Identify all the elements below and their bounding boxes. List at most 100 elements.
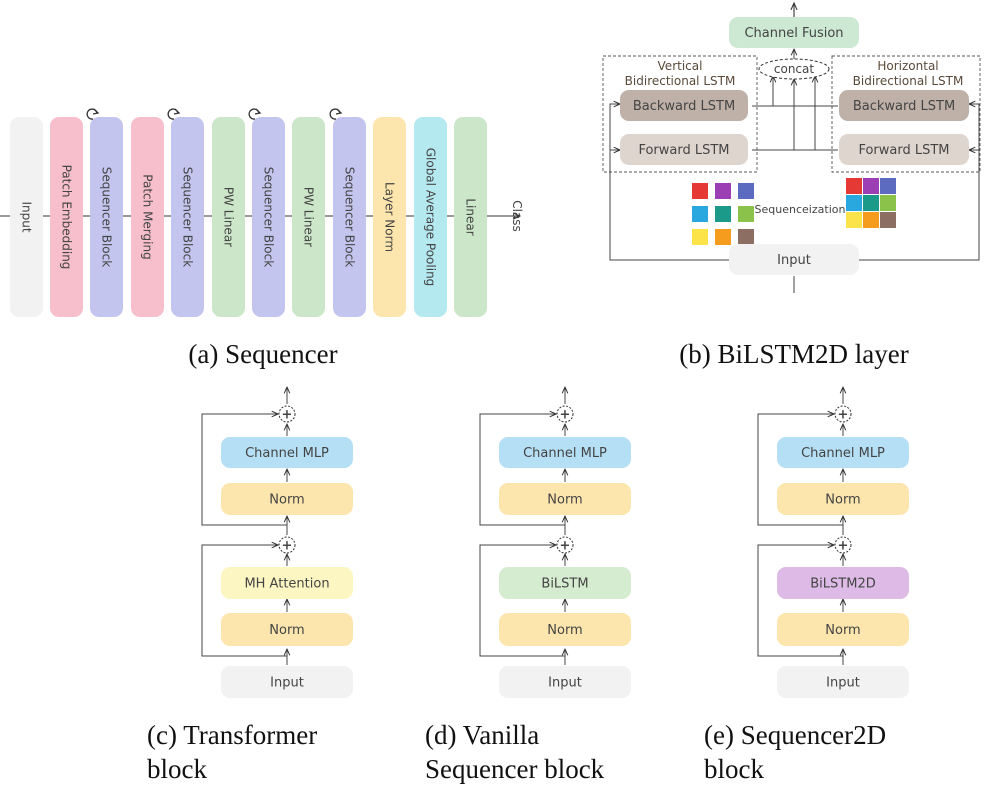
patch-cell [715, 183, 731, 199]
channel-fusion-box [729, 17, 859, 48]
horizontal-forward-lstm [839, 134, 969, 165]
stage-block-label: PW Linear [222, 187, 236, 247]
stage-block-box [252, 117, 285, 317]
stage-block-box [50, 117, 83, 317]
repeat-loop-arrowhead [173, 108, 181, 115]
patch-cell [863, 195, 879, 211]
bottom-norm-label: Norm [547, 623, 582, 638]
concat-node [758, 58, 830, 80]
top-norm-label: Norm [825, 493, 860, 508]
vertical-bilstm-group [602, 55, 758, 173]
token-mixer-box [777, 567, 909, 599]
channel-mlp-box [777, 437, 909, 468]
class-output-label: Class [510, 200, 524, 232]
stage-block-box [414, 117, 447, 317]
add-node [834, 405, 852, 423]
input-to-vertical-backward [609, 104, 729, 261]
channel-mlp-label: Channel MLP [523, 446, 607, 461]
stage-block-box [10, 117, 43, 317]
stage-block-box [292, 117, 325, 317]
bottom-norm-label: Norm [825, 623, 860, 638]
stage-block-label: Patch Merging [141, 174, 155, 259]
stage-block-box [212, 117, 245, 317]
top-norm-label: Norm [269, 493, 304, 508]
vertical-backward-lstm-label: Backward LSTM [633, 99, 735, 114]
repeat-loop-arrowhead [92, 108, 100, 115]
channel-mlp-label: Channel MLP [801, 446, 885, 461]
stage-block-box [90, 117, 123, 317]
block-caption-line2: Sequencer block [425, 754, 605, 784]
stage-block-box [171, 117, 204, 317]
repeat-loop-arrowhead [335, 108, 343, 115]
token-mixer-label: BiLSTM [541, 577, 588, 592]
add-node [278, 536, 296, 554]
patch-cell [738, 206, 754, 222]
token-mixer-box [221, 567, 353, 599]
channel-mlp-box [221, 437, 353, 468]
patch-cell [738, 229, 754, 245]
vertical-backward-lstm [620, 90, 748, 121]
top-norm-label: Norm [547, 493, 582, 508]
stage-block: Sequencer Block [248, 108, 285, 317]
channel-mlp-label: Channel MLP [245, 446, 329, 461]
block-caption-line2: block [147, 754, 207, 784]
stage-block-label: Sequencer Block [262, 167, 276, 267]
add-node [278, 405, 296, 423]
repeat-loop-arrowhead [254, 108, 262, 115]
stage-block-label: Sequencer Block [100, 167, 114, 267]
block-input-label: Input [826, 676, 860, 691]
horizontal-backward-lstm-label: Backward LSTM [853, 99, 955, 114]
bottom-norm-box [499, 613, 631, 646]
stage-block: Sequencer Block [167, 108, 204, 317]
horizontal-forward-lstm-label: Forward LSTM [858, 143, 949, 158]
block-input-box [499, 666, 631, 698]
stage-block-label: PW Linear [302, 187, 316, 247]
stage-block-label: Layer Norm [383, 182, 397, 252]
bottom-norm-box [221, 613, 353, 646]
horizontal-title-line2: Bidirectional LSTM [853, 74, 964, 88]
block-input-box [221, 666, 353, 698]
patch-cell [692, 183, 708, 199]
block-input-box [777, 666, 909, 698]
stage-block: Input [10, 117, 43, 317]
stage-block: PW Linear [292, 117, 325, 317]
add-symbol: + [560, 539, 571, 554]
channel-mlp-box [499, 437, 631, 468]
patch-cell [880, 195, 896, 211]
patch-cell [880, 178, 896, 194]
patch-cell [880, 212, 896, 228]
stage-block-label: Linear [464, 198, 478, 235]
residual-connection-1 [479, 545, 565, 657]
token-mixer-label: BiLSTM2D [810, 577, 875, 592]
block-caption-line1: (e) Sequencer2D [704, 720, 886, 750]
patch-cell [738, 183, 754, 199]
top-norm-box [499, 483, 631, 515]
stage-block-label: Sequencer Block [343, 167, 357, 267]
vertical-forward-lstm-label: Forward LSTM [638, 143, 729, 158]
block-input-label: Input [270, 676, 304, 691]
bilstm2d-input-label: Input [777, 253, 811, 268]
horizontal-title-line1: Horizontal [877, 59, 938, 73]
stage-block-label: Global Average Pooling [424, 148, 438, 287]
patch-cell [846, 195, 862, 211]
block-input-label: Input [548, 676, 582, 691]
add-node [556, 536, 574, 554]
caption-b: (b) BiLSTM2D layer [679, 339, 908, 369]
residual-connection-2 [757, 414, 843, 526]
add-symbol: + [838, 408, 849, 423]
token-mixer-box [499, 567, 631, 599]
vertical-title-line2: Bidirectional LSTM [625, 74, 736, 88]
top-norm-box [221, 483, 353, 515]
patch-cell [715, 229, 731, 245]
stage-block-box [131, 117, 164, 317]
caption-a: (a) Sequencer [188, 339, 337, 369]
block-caption-line2: block [704, 754, 764, 784]
residual-connection-2 [201, 414, 287, 526]
concat-label: concat [774, 62, 814, 76]
vertical-forward-lstm [620, 134, 748, 165]
